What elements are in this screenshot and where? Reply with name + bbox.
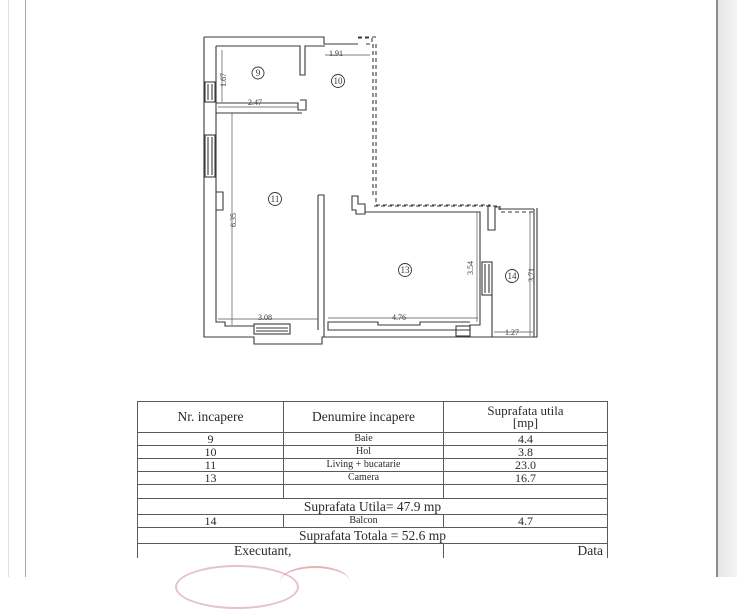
dimension-2-47: 2.47 bbox=[248, 98, 262, 107]
room-13-marker bbox=[398, 263, 412, 277]
table-row: 9 Baie 4.4 bbox=[137, 432, 608, 446]
table-row: 13 Camera 16.7 bbox=[137, 471, 608, 485]
room-10-number: 10 bbox=[334, 76, 344, 86]
grand-total: Suprafata Totala = 52.6 mp bbox=[137, 527, 608, 544]
dimension-3-71: 3.71 bbox=[527, 268, 536, 282]
dimension-1-91: 1.91 bbox=[329, 49, 343, 58]
grand-total-row: Suprafata Totala = 52.6 mp bbox=[137, 527, 608, 544]
room-number: 10 bbox=[137, 445, 284, 459]
table-row: 11 Living + bucatarie 23.0 bbox=[137, 458, 608, 472]
table-row-empty bbox=[137, 484, 608, 499]
room-11-number: 11 bbox=[271, 194, 280, 204]
page-shadow bbox=[718, 0, 737, 577]
page-edge bbox=[8, 0, 9, 577]
stamp-mark bbox=[280, 566, 350, 598]
balcony-row: 14 Balcon 4.7 bbox=[137, 514, 608, 528]
dimension-1-67: 1.67 bbox=[219, 73, 228, 87]
stamp bbox=[175, 565, 299, 609]
outer-wall bbox=[203, 37, 538, 345]
room-name: Camera bbox=[283, 471, 444, 485]
dimension-3-54: 3.54 bbox=[466, 261, 475, 275]
page-border-left bbox=[25, 0, 26, 577]
room-9-number: 9 bbox=[256, 68, 261, 78]
page-border-right bbox=[716, 0, 718, 577]
room-area: 3.8 bbox=[443, 445, 608, 459]
room-area: 16.7 bbox=[443, 471, 608, 485]
header-useful-area: Suprafata utila [mp] bbox=[443, 401, 608, 433]
room-13-number: 13 bbox=[401, 265, 411, 275]
room-number: 9 bbox=[137, 432, 284, 446]
table-header-row: Nr. incapere Denumire incapere Suprafata… bbox=[137, 401, 608, 433]
room-name: Hol bbox=[283, 445, 444, 459]
useful-area-total: Suprafata Utila= 47.9 mp bbox=[137, 498, 608, 515]
room-10-marker bbox=[331, 74, 345, 88]
room-name: Living + bucatarie bbox=[283, 458, 444, 472]
room-9-marker bbox=[251, 66, 265, 80]
dimension-1-27: 1.27 bbox=[505, 328, 519, 337]
floor-plan: 9 10 11 13 14 1.91 2.47 3.08 4.76 1.27 1… bbox=[203, 36, 538, 345]
header-area-unit: [mp] bbox=[512, 415, 539, 430]
room-number: 14 bbox=[137, 514, 284, 528]
room-number: 13 bbox=[137, 471, 284, 485]
room-area: 23.0 bbox=[443, 458, 608, 472]
dimension-6-35: 6.35 bbox=[229, 213, 238, 227]
room-14-number: 14 bbox=[508, 271, 518, 281]
room-area: 4.4 bbox=[443, 432, 608, 446]
header-area-label: Suprafata utila bbox=[487, 403, 564, 418]
dimension-4-76: 4.76 bbox=[392, 313, 406, 322]
header-room-number: Nr. incapere bbox=[137, 401, 284, 433]
area-table: Nr. incapere Denumire incapere Suprafata… bbox=[137, 401, 608, 558]
room-14-marker bbox=[505, 269, 519, 283]
room-name: Balcon bbox=[283, 514, 444, 528]
room-area: 4.7 bbox=[443, 514, 608, 528]
table-row: 10 Hol 3.8 bbox=[137, 445, 608, 459]
header-room-name: Denumire incapere bbox=[283, 401, 444, 433]
signature-row: Executant, Data bbox=[137, 543, 608, 558]
executant-label: Executant, bbox=[137, 543, 444, 558]
room-11-marker bbox=[268, 192, 282, 206]
room-name: Baie bbox=[283, 432, 444, 446]
room-number: 11 bbox=[137, 458, 284, 472]
date-label: Data bbox=[443, 543, 608, 558]
useful-area-total-row: Suprafata Utila= 47.9 mp bbox=[137, 498, 608, 515]
dimension-3-08: 3.08 bbox=[258, 313, 272, 322]
